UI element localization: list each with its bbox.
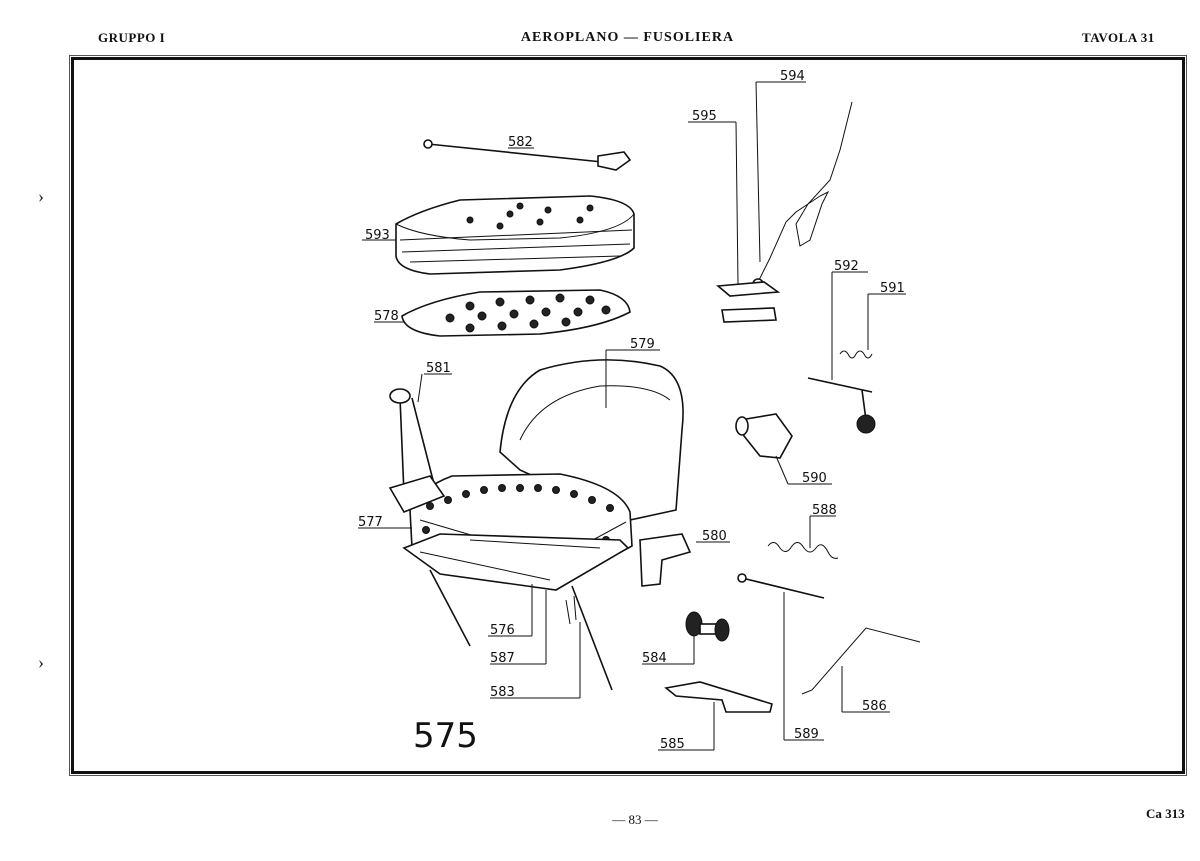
- label-594: 594: [780, 69, 805, 84]
- label-577: 577: [358, 515, 383, 530]
- label-593: 593: [365, 228, 390, 243]
- label-584: 584: [642, 651, 667, 666]
- part-576-base-frame: [402, 533, 630, 591]
- frame-outer-line: [69, 55, 1187, 776]
- label-586: 586: [862, 699, 887, 714]
- part-580-bracket: [639, 533, 692, 587]
- label-581: 581: [426, 361, 451, 376]
- label-591: 591: [880, 281, 905, 296]
- part-583-leg: [429, 569, 613, 691]
- label-587: 587: [490, 651, 515, 666]
- label-595: 595: [692, 109, 717, 124]
- label-583: 583: [490, 685, 515, 700]
- label-589: 589: [794, 727, 819, 742]
- part-591-spring: [839, 350, 873, 359]
- label-585: 585: [660, 737, 685, 752]
- part-586-bent-rod: [801, 627, 921, 695]
- label-578: 578: [374, 309, 399, 324]
- label-576: 576: [490, 623, 515, 638]
- part-589-pin: [737, 573, 825, 599]
- part-582-rod: [423, 139, 632, 171]
- part-593-cushion: [395, 195, 635, 275]
- part-587-bolt: [565, 595, 577, 625]
- header-group: GRUPPO I: [98, 30, 166, 45]
- part-578-perforated-plate: [401, 289, 631, 337]
- header-plate: TAVOLA 31: [1082, 30, 1155, 45]
- part-592-pin: [807, 377, 876, 434]
- part-588-spring: [767, 542, 839, 559]
- scan-mark-bottom: ›: [38, 652, 44, 672]
- drawing-frame: [71, 57, 1185, 774]
- page-number: — 83 —: [612, 812, 658, 827]
- scan-mark-top: ›: [38, 186, 44, 206]
- label-592: 592: [834, 259, 859, 274]
- label-580: 580: [702, 529, 727, 544]
- part-581-lever: [388, 388, 446, 513]
- part-595-plates: [715, 281, 781, 323]
- label-582: 582: [508, 135, 533, 150]
- part-585-hinge: [664, 681, 773, 713]
- leader-lines: [358, 81, 906, 751]
- header-title: AEROPLANO — FUSOLIERA: [520, 30, 735, 45]
- part-584-knob: [685, 611, 730, 642]
- label-579: 579: [630, 337, 655, 352]
- document-code: Ca 313: [1146, 806, 1185, 821]
- label-588: 588: [812, 503, 837, 518]
- label-590: 590: [802, 471, 827, 486]
- assembly-number: 575: [413, 716, 478, 756]
- part-590-clamp: [735, 413, 793, 459]
